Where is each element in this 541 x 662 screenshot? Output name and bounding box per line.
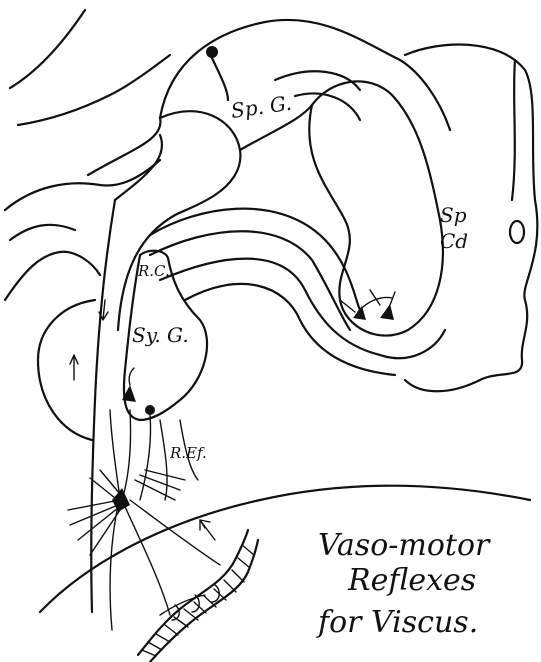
title-line-3: for Viscus. [316, 605, 478, 640]
title-line-1: Vaso-motor [318, 528, 491, 563]
label-ramus-communicans: R.C. [137, 262, 170, 280]
cord-fibres [150, 209, 445, 375]
central-canal [510, 221, 524, 243]
label-spinal-cord-line2: Cd [440, 229, 468, 253]
upper-left-nerve-branches [5, 10, 170, 300]
left-lobe-arrow [70, 355, 78, 380]
cord-neurons [340, 290, 395, 320]
label-sympathetic-ganglion: Sy. G. [132, 323, 189, 347]
label-spinal-ganglion: Sp. G. [229, 91, 293, 123]
left-lobe-outline [38, 300, 95, 440]
ganglion-cell-body [206, 46, 218, 58]
spinal-cord-outline [405, 45, 537, 392]
ganglion-cell-process [212, 58, 228, 100]
posterior-horn-outline [309, 81, 443, 335]
label-ramus-efferent: R.Ef. [169, 444, 207, 462]
title-line-2: Reflexes [347, 563, 476, 598]
label-spinal-cord-line1: Sp [440, 203, 467, 227]
peripheral-neuron [112, 488, 130, 512]
